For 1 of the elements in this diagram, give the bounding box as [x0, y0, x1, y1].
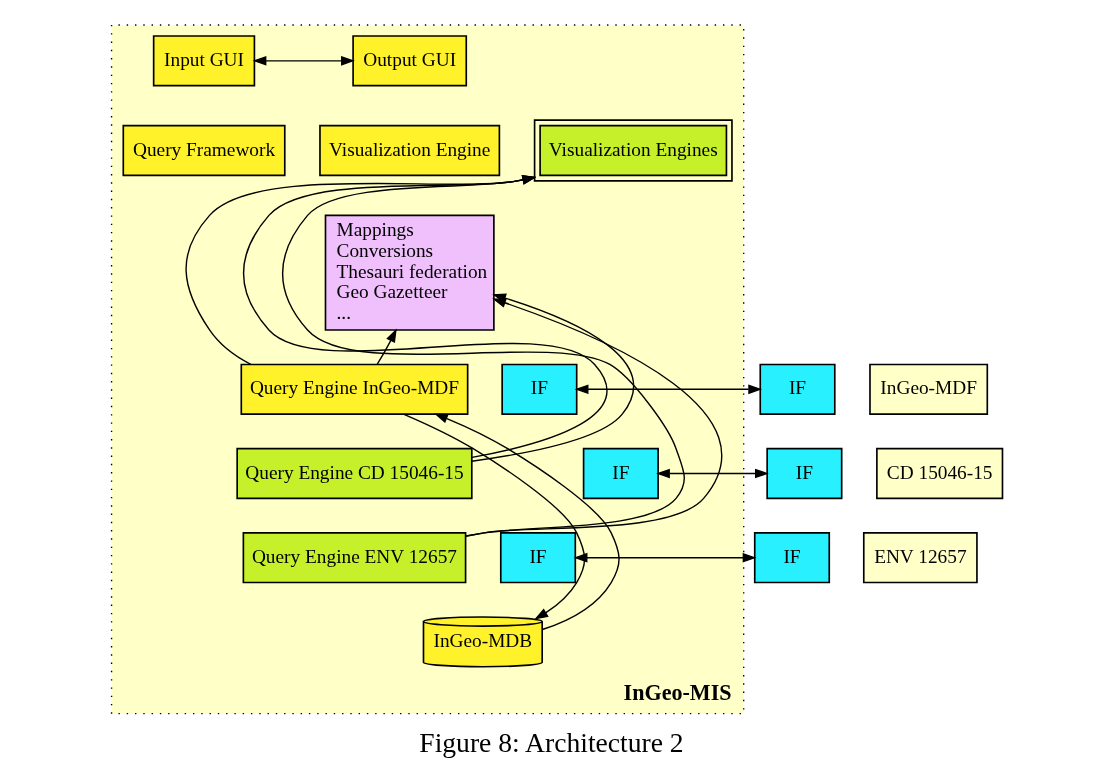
caption: Figure 8: Architecture 2: [418, 727, 684, 759]
